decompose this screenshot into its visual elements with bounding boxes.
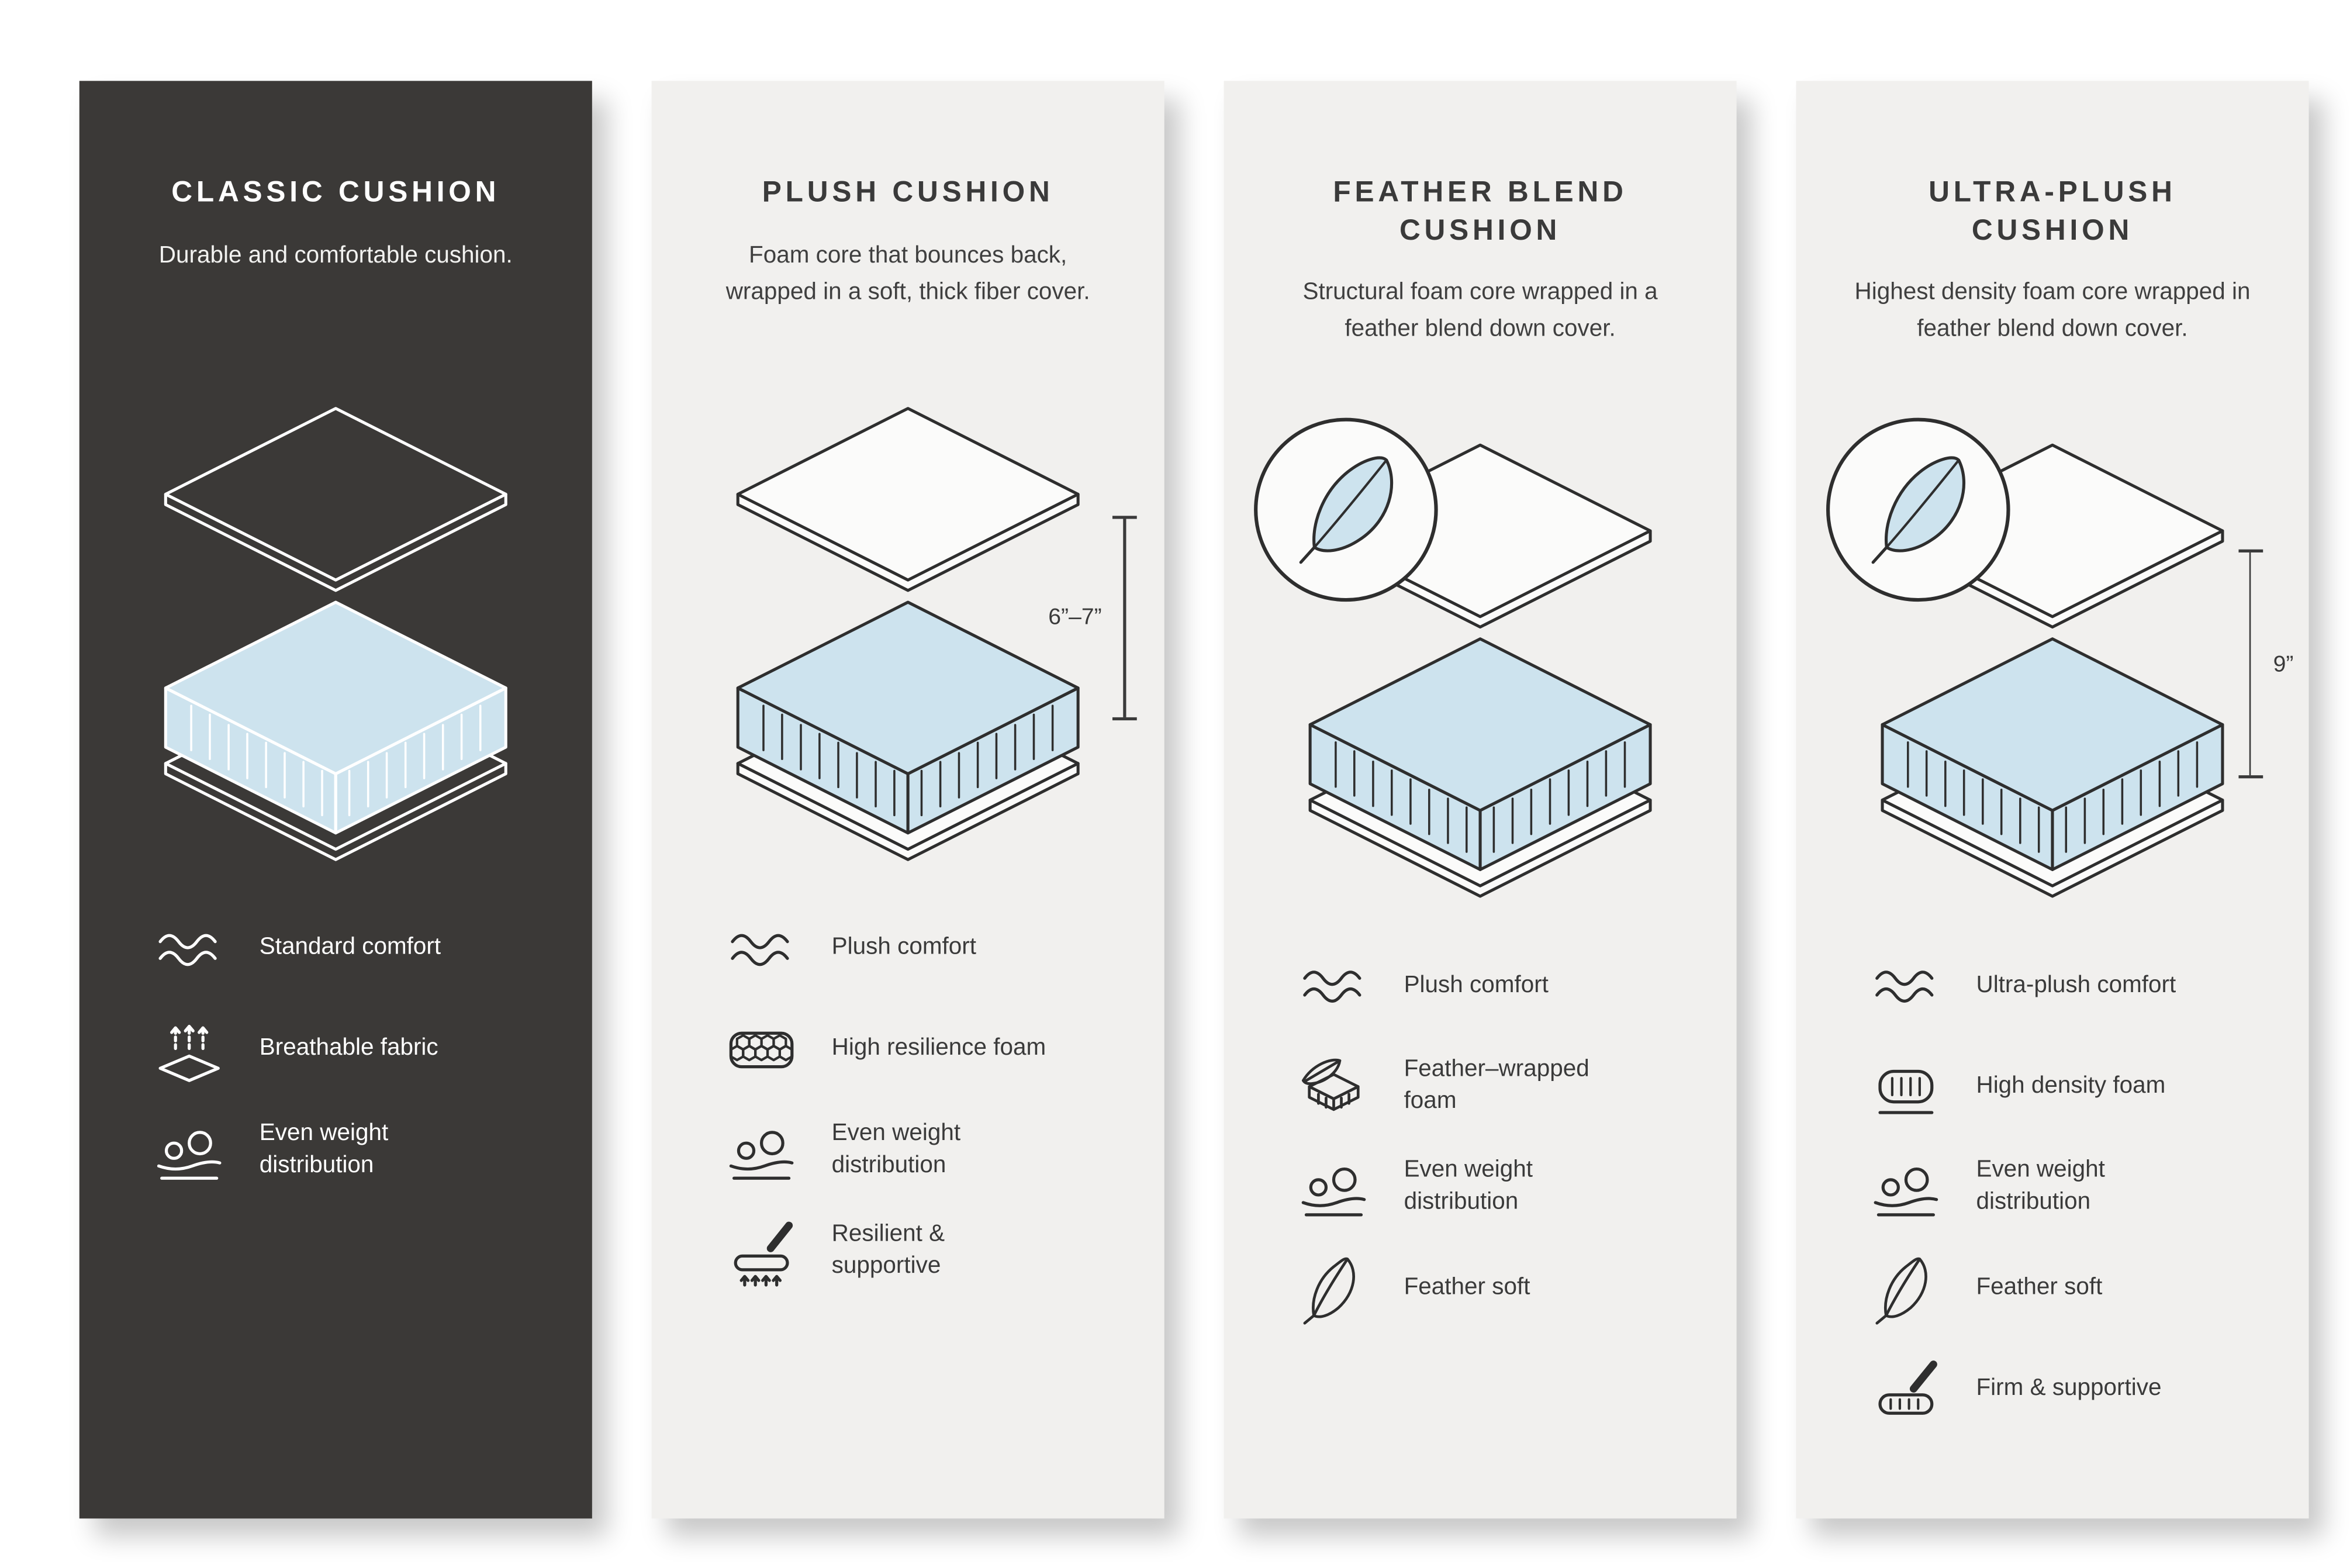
weight-distribution-icon — [1294, 1151, 1374, 1224]
feature-row: Plush comfort — [1294, 947, 1737, 1026]
high-density-foam-icon — [1867, 1051, 1946, 1124]
feature-row: Even weight distribution — [1867, 1148, 2309, 1228]
feature-label: High resilience foam — [831, 1035, 1046, 1061]
feature-label: Standard comfort — [259, 934, 441, 961]
feature-row: Standard comfort — [150, 909, 592, 989]
feature-label: Even weight distribution — [259, 1120, 389, 1178]
panel-title: FEATHER BLEND CUSHION — [1333, 177, 1627, 247]
feature-row: Ultra-plush comfort — [1867, 947, 2309, 1026]
feature-label: Feather soft — [1976, 1274, 2103, 1300]
feature-row: Feather–wrapped foam — [1294, 1048, 1737, 1127]
wave-icon — [1294, 950, 1374, 1023]
measurement-line — [1112, 515, 1137, 720]
panel-title: CLASSIC CUSHION — [171, 177, 500, 209]
feature-row: Feather soft — [1294, 1249, 1737, 1328]
feature-label: Feather soft — [1404, 1274, 1530, 1300]
feature-label: Plush comfort — [831, 934, 977, 961]
cushion-illustration — [80, 387, 592, 872]
weight-distribution-icon — [1867, 1151, 1946, 1224]
panel-title: ULTRA-PLUSH CUSHION — [1929, 177, 2176, 247]
panel-classic-cushion: CLASSIC CUSHION Durable and comfortable … — [79, 81, 592, 1519]
feature-row: Resilient & supportive — [722, 1211, 1164, 1291]
cushion-illustration — [1224, 425, 1737, 910]
panel-description: Structural foam core wrapped in a feathe… — [1302, 279, 1658, 343]
feature-label: Even weight distribution — [831, 1120, 961, 1178]
feature-row: High resilience foam — [722, 1010, 1164, 1089]
feather-wrapped-foam-icon — [1294, 1051, 1374, 1124]
panel-plush-cushion: PLUSH CUSHION Foam core that bounces bac… — [651, 81, 1164, 1519]
feature-label: Even weight distribution — [1404, 1157, 1533, 1215]
weight-distribution-icon — [150, 1114, 229, 1187]
feature-label: Plush comfort — [1404, 972, 1549, 998]
feature-row: Even weight distribution — [150, 1111, 592, 1190]
measurement-label: 9” — [2273, 651, 2294, 678]
layered-cushion-diagram — [143, 390, 528, 871]
feather-icon — [1294, 1252, 1374, 1325]
layered-cushion-diagram — [716, 390, 1100, 871]
feature-list: Plush comfort High resilience foam Even … — [722, 909, 1164, 1291]
feature-list: Ultra-plush comfort High density foam Ev… — [1867, 947, 2309, 1429]
feature-label: Firm & supportive — [1976, 1374, 2162, 1401]
height-measurement: 6”–7” — [1048, 515, 1137, 720]
weight-distribution-icon — [722, 1114, 801, 1187]
feather-badge-icon — [1820, 413, 2016, 608]
measurement-line — [2238, 550, 2263, 779]
feature-label: Feather–wrapped foam — [1404, 1056, 1589, 1115]
cushion-comparison: CLASSIC CUSHION Durable and comfortable … — [79, 81, 2309, 1519]
panel-title: PLUSH CUSHION — [762, 177, 1054, 209]
height-measurement: 9” — [2238, 550, 2294, 779]
feature-row: Even weight distribution — [1294, 1148, 1737, 1228]
feature-label: Breathable fabric — [259, 1035, 438, 1061]
breathable-icon — [150, 1013, 229, 1086]
panel-feather-blend-cushion: FEATHER BLEND CUSHION Structural foam co… — [1224, 81, 1737, 1519]
feather-badge-icon — [1248, 413, 1443, 608]
honeycomb-foam-icon — [722, 1013, 801, 1086]
resilient-icon — [722, 1214, 801, 1287]
feature-list: Standard comfort Breathable fabric Even … — [150, 909, 592, 1190]
wave-icon — [722, 912, 801, 985]
measurement-label: 6”–7” — [1048, 605, 1102, 631]
feature-row: Breathable fabric — [150, 1010, 592, 1089]
feature-row: Plush comfort — [722, 909, 1164, 989]
feature-label: Even weight distribution — [1976, 1157, 2105, 1215]
feature-row: Firm & supportive — [1867, 1350, 2309, 1429]
panel-description: Foam core that bounces back, wrapped in … — [725, 242, 1090, 305]
firm-icon — [1867, 1353, 1946, 1426]
feather-icon — [1867, 1252, 1946, 1325]
panel-ultra-plush-cushion: ULTRA-PLUSH CUSHION Highest density foam… — [1796, 81, 2309, 1519]
feature-row: Even weight distribution — [722, 1111, 1164, 1190]
cushion-illustration: 9” — [1796, 425, 2308, 910]
cushion-illustration: 6”–7” — [652, 387, 1164, 872]
wave-icon — [150, 912, 229, 985]
feature-list: Plush comfort Feather–wrapped foam Even … — [1294, 947, 1737, 1328]
feature-label: Ultra-plush comfort — [1976, 972, 2176, 998]
wave-icon — [1867, 950, 1946, 1023]
feature-label: High density foam — [1976, 1072, 2166, 1099]
feature-row: Feather soft — [1867, 1249, 2309, 1328]
panel-description: Highest density foam core wrapped in fea… — [1854, 279, 2251, 343]
feature-row: High density foam — [1867, 1048, 2309, 1127]
feature-label: Resilient & supportive — [831, 1220, 945, 1279]
panel-description: Durable and comfortable cushion. — [158, 242, 513, 268]
